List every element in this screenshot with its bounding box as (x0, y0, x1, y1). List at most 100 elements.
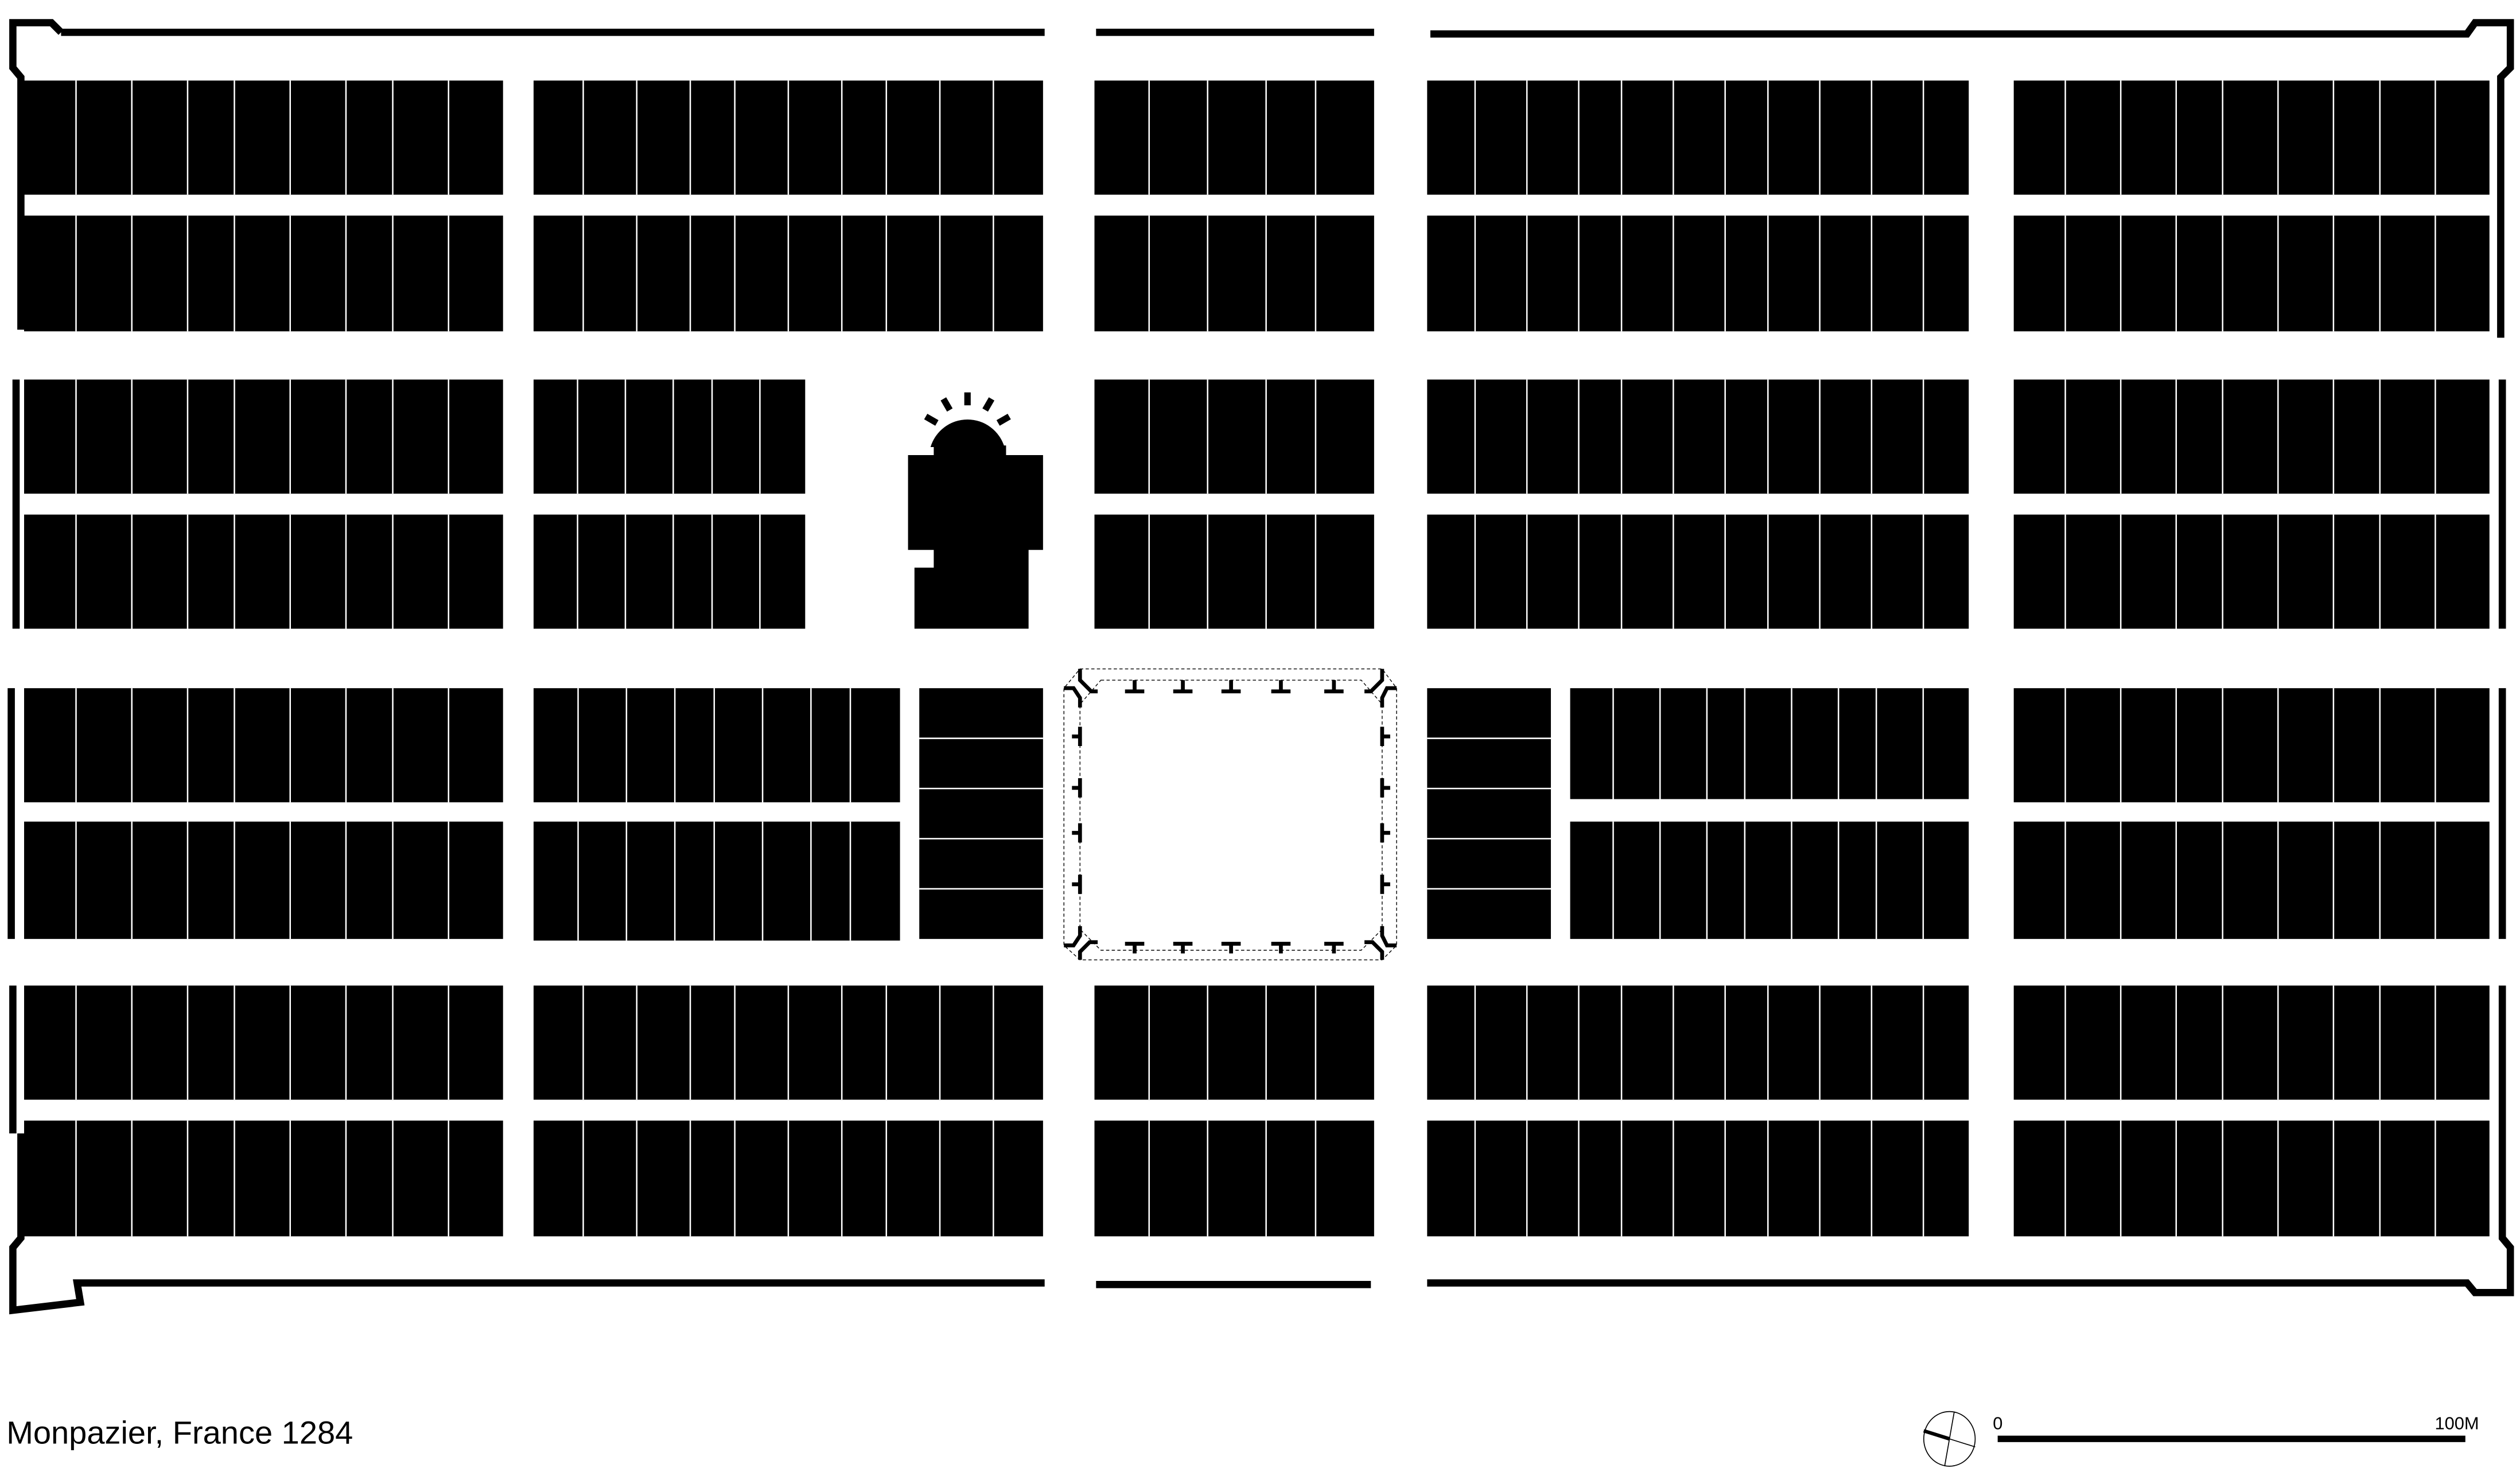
building-block (24, 1120, 503, 1237)
building-block (2013, 821, 2490, 939)
corner-pier (1380, 926, 1397, 947)
building-block (2013, 80, 2490, 195)
scale-start-label: 0 (1993, 1413, 2002, 1433)
map-title: Monpazier, France 1284 (6, 1415, 353, 1451)
arcade-pier (1271, 680, 1291, 694)
building-block (1427, 80, 1969, 195)
block-fill (24, 821, 503, 939)
corner-pier (1364, 669, 1385, 694)
building-block (24, 215, 503, 332)
building-block (1427, 688, 1551, 939)
block-fill (1570, 821, 1969, 939)
building-block (2013, 985, 2490, 1100)
apse-buttress (924, 413, 939, 426)
building-block (1570, 688, 1969, 799)
arcade-pier (1324, 680, 1344, 694)
block-fill (2013, 821, 2490, 939)
building-block (24, 80, 503, 195)
arcade-pier (1072, 778, 1082, 798)
block-fill (1427, 514, 1969, 629)
market-square (1063, 668, 1397, 961)
building-block (533, 1120, 1043, 1237)
arcade-pier (1221, 680, 1241, 694)
building-block (2013, 379, 2490, 494)
arcade-pier (1173, 942, 1193, 954)
building-block (24, 821, 503, 939)
building-block (919, 688, 1043, 939)
compass-icon (1923, 1411, 1976, 1467)
block-fill (533, 821, 900, 941)
block-fill (2013, 80, 2490, 195)
building-block (533, 688, 900, 803)
corner-pier (1380, 686, 1397, 708)
wall-segment (9, 1133, 1045, 1315)
building-block (1427, 514, 1969, 629)
corner-pier (1078, 669, 1098, 694)
building-block (2013, 514, 2490, 629)
block-fill (2013, 379, 2490, 494)
building-block (24, 688, 503, 803)
block-fill (533, 514, 806, 629)
arcade-pier (1221, 942, 1241, 954)
block-fill (1094, 379, 1374, 494)
building-block (1570, 821, 1969, 939)
block-fill (1094, 80, 1374, 195)
building-block (2013, 688, 2490, 803)
building-block (533, 985, 1043, 1100)
arcade-pier (1380, 727, 1390, 747)
corner-pier (1064, 686, 1082, 708)
block-fill (1427, 688, 1551, 939)
block-fill (2013, 688, 2490, 803)
church-nave (908, 445, 1043, 629)
building-block (1094, 985, 1374, 1100)
building-block (533, 514, 806, 629)
corner-pier (1064, 926, 1082, 947)
arcade-pier (1380, 823, 1390, 843)
arcade-pier (1072, 823, 1082, 843)
block-fill (533, 379, 806, 494)
building-block (533, 821, 900, 941)
apse-buttress (940, 397, 953, 412)
scale-bar (1997, 1435, 2465, 1442)
arcade-pier (1125, 942, 1145, 954)
block-fill (24, 688, 503, 803)
block-fill (1094, 514, 1374, 629)
block-fill (533, 688, 900, 803)
building-block (1427, 215, 1969, 332)
block-fill (24, 80, 503, 195)
block-fill (24, 215, 503, 332)
block-fill (1427, 215, 1969, 332)
church-apse (930, 419, 1005, 448)
building-block (1094, 215, 1374, 332)
block-fill (919, 688, 1043, 939)
corner-pier (1078, 940, 1098, 960)
building-block (533, 80, 1043, 195)
arcade-pier (1324, 942, 1344, 954)
building-block (2013, 1120, 2490, 1237)
wall-segment (9, 19, 64, 330)
arcade-pier (1271, 942, 1291, 954)
corner-pier (1364, 940, 1385, 960)
block-fill (2013, 215, 2490, 332)
building-block (24, 514, 503, 629)
arcade-outline (1063, 668, 1397, 961)
arcade-pier (1380, 875, 1390, 894)
apse-buttress (982, 397, 995, 412)
building-blocks (24, 80, 2490, 1237)
building-block (533, 379, 806, 494)
block-fill (1094, 985, 1374, 1100)
block-fill (2013, 985, 2490, 1100)
building-block (24, 379, 503, 494)
square-outline (1079, 679, 1383, 951)
block-fill (2013, 1120, 2490, 1237)
building-block (1094, 379, 1374, 494)
arcade-pier (1072, 875, 1082, 894)
block-fill (24, 1120, 503, 1237)
building-block (1427, 1120, 1969, 1237)
arcade-pier (1072, 727, 1082, 747)
block-fill (2013, 514, 2490, 629)
arcade-pier (1125, 680, 1145, 694)
block-fill (1094, 215, 1374, 332)
building-block (2013, 215, 2490, 332)
